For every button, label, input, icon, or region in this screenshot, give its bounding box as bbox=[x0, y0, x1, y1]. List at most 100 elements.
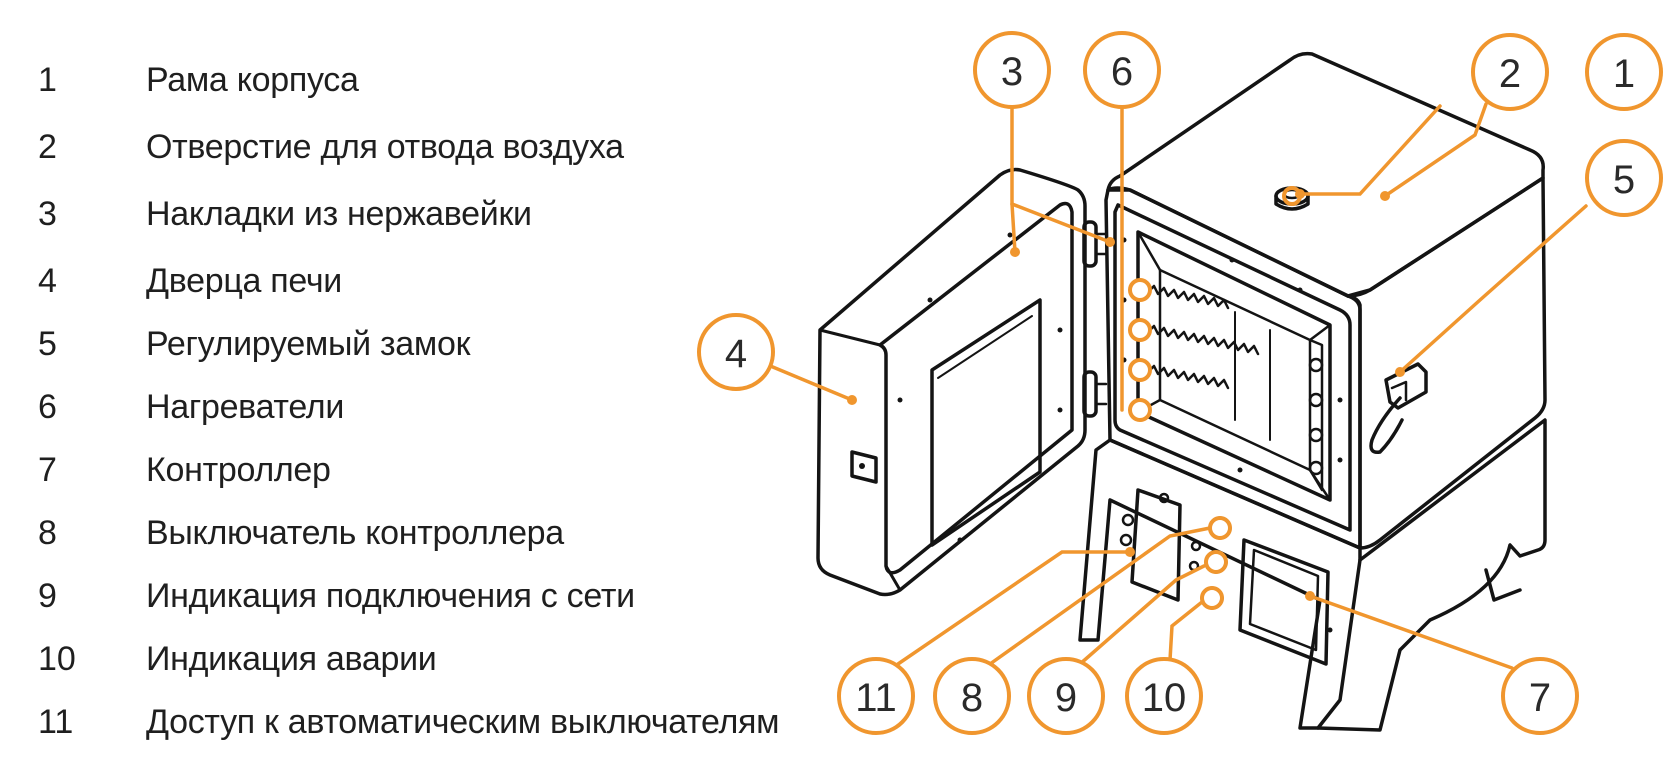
panel-knob bbox=[1119, 533, 1133, 547]
rivet bbox=[1229, 257, 1235, 263]
body-front-frame bbox=[1113, 203, 1352, 532]
heater-coil bbox=[1146, 284, 1230, 310]
callout-circle bbox=[1083, 31, 1161, 109]
oven-drawing bbox=[816, 51, 1547, 732]
switch-highlight bbox=[1200, 586, 1224, 610]
hinge-pins bbox=[1094, 232, 1108, 406]
heater-coil bbox=[1146, 324, 1260, 356]
base-back-leg bbox=[1484, 568, 1522, 602]
oven-door-outer bbox=[816, 167, 1087, 597]
leader-dot bbox=[847, 395, 857, 405]
callout-11: 11 bbox=[837, 657, 915, 735]
oven-door-window bbox=[930, 298, 1042, 547]
rivet bbox=[1297, 287, 1303, 293]
legend-number: 5 bbox=[38, 325, 57, 363]
switch-highlight bbox=[1208, 516, 1232, 540]
rivet bbox=[1057, 407, 1063, 413]
door-latch-screw bbox=[859, 463, 865, 469]
rivet bbox=[897, 397, 903, 403]
strip-hole bbox=[1308, 357, 1324, 373]
leader-dot bbox=[1305, 591, 1315, 601]
leader-1 bbox=[1383, 102, 1488, 198]
callout-9: 9 bbox=[1027, 657, 1105, 735]
legend-label: Нагреватели bbox=[146, 388, 345, 426]
callout-2: 2 bbox=[1471, 33, 1549, 111]
legend-label: Доступ к автоматическим выключателям bbox=[146, 703, 780, 741]
panel-small-knob bbox=[1190, 540, 1202, 552]
rivet bbox=[1327, 627, 1333, 633]
legend-item-7: 7 Контроллер bbox=[0, 448, 860, 492]
leader-2 bbox=[1298, 104, 1442, 196]
legend-number: 2 bbox=[38, 128, 57, 166]
callout-10: 10 bbox=[1125, 657, 1203, 735]
legend-label: Индикация подключения с сети bbox=[146, 577, 635, 615]
oven-door-inner-panel bbox=[878, 201, 1074, 575]
legend-item-4: 4 Дверца печи bbox=[0, 259, 860, 303]
heater-markers bbox=[1128, 278, 1152, 422]
oven-right-strip bbox=[1308, 338, 1324, 492]
callout-1: 1 bbox=[1585, 33, 1663, 111]
legend-number: 6 bbox=[38, 388, 57, 426]
heater-marker bbox=[1128, 318, 1152, 342]
callout-circle bbox=[1585, 139, 1663, 217]
legend-item-6: 6 Нагреватели bbox=[0, 385, 860, 429]
strip-hole bbox=[1308, 392, 1324, 408]
leader-3b bbox=[1010, 202, 1112, 244]
leader-5 bbox=[1398, 204, 1588, 374]
controller-display-screen bbox=[1248, 548, 1320, 652]
callout-label: 3 bbox=[1001, 50, 1023, 94]
leader-8 bbox=[988, 526, 1212, 666]
leader-lines bbox=[766, 100, 1588, 670]
side-lock-handle bbox=[1369, 396, 1404, 454]
callout-circle bbox=[973, 31, 1051, 109]
legend: 1 Рама корпуса 2 Отверстие для отвода во… bbox=[0, 58, 860, 741]
heater-marker bbox=[1128, 358, 1152, 382]
callout-circle bbox=[933, 657, 1011, 735]
legend-label: Дверца печи bbox=[146, 262, 342, 300]
rivet bbox=[1337, 457, 1343, 463]
air-vent-body bbox=[1274, 194, 1310, 211]
legend-label: Отверстие для отвода воздуха bbox=[146, 128, 624, 166]
callout-label: 9 bbox=[1055, 676, 1077, 720]
callout-label: 8 bbox=[961, 676, 983, 720]
legend-number: 3 bbox=[38, 195, 57, 233]
leader-dot bbox=[1125, 547, 1135, 557]
callout-3: 3 bbox=[973, 31, 1051, 109]
legend-number: 4 bbox=[38, 262, 57, 300]
leader-7 bbox=[1308, 594, 1514, 670]
legend-item-2: 2 Отверстие для отвода воздуха bbox=[0, 125, 860, 169]
side-lock bbox=[1384, 362, 1428, 410]
rivet bbox=[1007, 232, 1013, 238]
callout-circle bbox=[697, 313, 775, 391]
callout-label: 5 bbox=[1613, 158, 1635, 202]
legend-label: Рама корпуса bbox=[146, 61, 359, 99]
callout-8: 8 bbox=[933, 657, 1011, 735]
callout-5: 5 bbox=[1585, 139, 1663, 217]
controller-display bbox=[1238, 538, 1330, 666]
legend-number: 11 bbox=[38, 703, 74, 741]
leader-dot bbox=[1380, 191, 1390, 201]
leader-4 bbox=[766, 363, 854, 402]
callout-circle bbox=[1585, 33, 1663, 111]
door-edges bbox=[818, 328, 902, 592]
strip-hole bbox=[1308, 460, 1324, 476]
panel-screw bbox=[1158, 492, 1170, 504]
callout-6: 6 bbox=[1083, 31, 1161, 109]
legend-item-9: 9 Индикация подключения с сети bbox=[0, 574, 860, 618]
heater-marker bbox=[1128, 278, 1152, 302]
callouts: 1 2 3 6 4 5 11 8 bbox=[697, 31, 1663, 735]
callout-circle bbox=[1501, 657, 1579, 735]
legend-item-1: 1 Рама корпуса bbox=[0, 58, 860, 102]
callout-label: 4 bbox=[725, 332, 747, 376]
legend-label: Накладки из нержавейки bbox=[146, 195, 532, 233]
rivet bbox=[1337, 397, 1343, 403]
callout-circle bbox=[1125, 657, 1203, 735]
callout-4: 4 bbox=[697, 313, 775, 391]
callout-label: 2 bbox=[1499, 52, 1521, 96]
legend-item-10: 10 Индикация аварии bbox=[0, 637, 860, 681]
switch-highlight bbox=[1204, 550, 1228, 574]
door-window-edge bbox=[937, 315, 1033, 379]
legend-number: 7 bbox=[38, 451, 57, 489]
leader-dot bbox=[1010, 247, 1020, 257]
